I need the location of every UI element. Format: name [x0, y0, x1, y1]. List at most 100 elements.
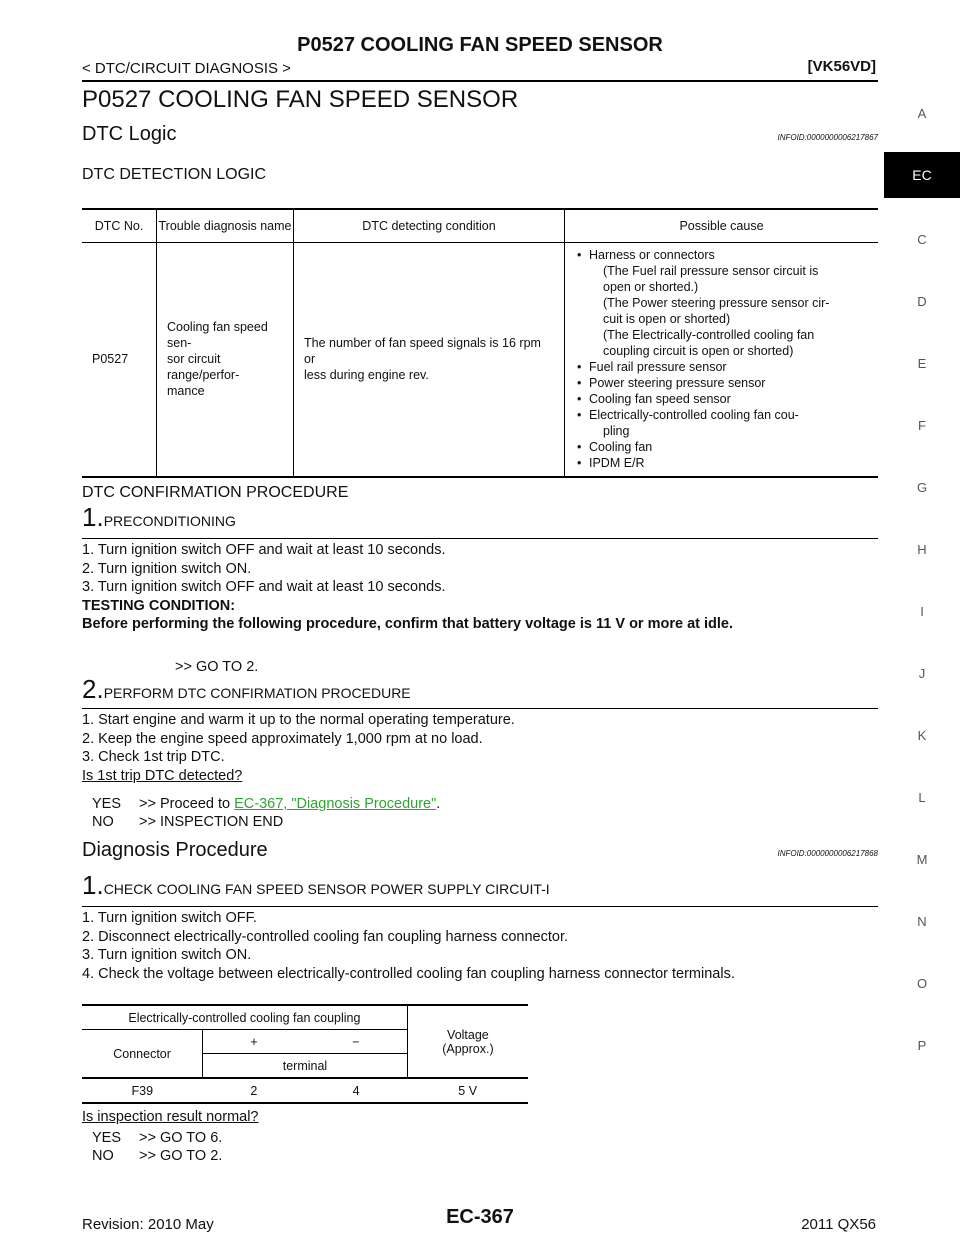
dtc-table-header-row: DTC No. Trouble diagnosis name DTC detec…	[82, 208, 878, 243]
instruction-line: 3. Turn ignition switch OFF and wait at …	[82, 579, 446, 595]
condition-line: The number of fan speed signals is 16 rp…	[304, 336, 541, 367]
side-index-item-p[interactable]: P	[917, 1038, 927, 1053]
name-line: sor circuit range/perfor-	[167, 352, 240, 383]
dtc-logic-infoid: INFOID:0000000006217867	[777, 133, 878, 142]
cause-sub-line: (The Power steering pressure sensor cir-	[603, 296, 830, 311]
no-text: >> GO TO 2.	[139, 1148, 223, 1164]
step-2-no-row: NO >> INSPECTION END	[92, 813, 283, 832]
diagnosis-infoid: INFOID:0000000006217868	[777, 849, 878, 858]
diagnosis-procedure-link[interactable]: EC-367, "Diagnosis Procedure"	[234, 796, 437, 812]
side-index-item-m[interactable]: M	[916, 852, 928, 867]
plus-header: +	[202, 1029, 305, 1054]
step-title: PERFORM DTC CONFIRMATION PROCEDURE	[103, 685, 411, 701]
header-rule	[82, 80, 878, 82]
side-index-item-h[interactable]: H	[917, 542, 927, 557]
name-line: mance	[167, 384, 205, 399]
side-index-item-n[interactable]: N	[917, 914, 927, 929]
page-number: EC-367	[446, 1206, 514, 1228]
instruction-line: 3. Check 1st trip DTC.	[82, 749, 225, 765]
list-item: Cooling fan speed sensor	[575, 391, 868, 407]
list-item: Electrically-controlled cooling fan cou-…	[575, 407, 868, 439]
yes-label: YES	[92, 796, 122, 812]
step-1-heading: 1.PRECONDITIONING	[82, 502, 236, 533]
step-title: PRECONDITIONING	[103, 513, 236, 529]
diag-step-1-question: Is inspection result normal?	[82, 1109, 259, 1125]
cause-sub-line: coupling circuit is open or shorted)	[603, 344, 794, 359]
step-rule	[82, 708, 878, 709]
cause-sub-line: open or shorted.)	[603, 280, 699, 295]
section-heading: P0527 COOLING FAN SPEED SENSOR	[82, 86, 519, 113]
step-title: CHECK COOLING FAN SPEED SENSOR POWER SUP…	[103, 881, 550, 897]
diag-step-1-instructions: 1. Turn ignition switch OFF. 2. Disconne…	[82, 909, 735, 983]
step-number: 1.	[82, 870, 104, 900]
instruction-line: 1. Turn ignition switch OFF.	[82, 910, 257, 926]
table-row: P0527 Cooling fan speed sen- sor circuit…	[82, 242, 878, 478]
side-index-item-a[interactable]: A	[917, 106, 927, 121]
step-rule	[82, 906, 878, 907]
side-index-item-i[interactable]: I	[920, 604, 924, 619]
side-index-item-c[interactable]: C	[917, 232, 927, 247]
connector-header: Connector	[113, 1046, 171, 1061]
instruction-line: 1. Turn ignition switch OFF and wait at …	[82, 542, 446, 558]
detection-logic-heading: DTC DETECTION LOGIC	[82, 166, 267, 183]
testing-condition-text: Before performing the following procedur…	[82, 616, 734, 632]
side-index-item-ec-active[interactable]: EC	[884, 152, 960, 198]
table-row: terminal	[82, 1053, 528, 1078]
col-header-name: Trouble diagnosis name	[156, 208, 294, 243]
step-2-question: Is 1st trip DTC detected?	[82, 767, 243, 784]
cause-sub-line: (The Fuel rail pressure sensor circuit i…	[603, 264, 819, 279]
voltage-label: Voltage	[447, 1027, 489, 1042]
cell-connector: F39	[82, 1077, 203, 1104]
terminal-header: terminal	[202, 1053, 408, 1078]
cell-plus: 2	[202, 1077, 305, 1104]
side-index: A EC C D E F G H I J K L M N O P	[884, 0, 960, 1242]
list-item: Cooling fan	[575, 439, 868, 455]
side-index-item-g[interactable]: G	[916, 480, 928, 495]
approx-label: (Approx.)	[442, 1041, 494, 1056]
side-index-item-j[interactable]: J	[918, 666, 926, 681]
col-header-dtc-no: DTC No.	[82, 208, 157, 243]
diagnosis-procedure-title: Diagnosis Procedure	[82, 839, 268, 861]
testing-condition-label: TESTING CONDITION:	[82, 597, 236, 614]
step-2-yes-row: YES>> Proceed to EC-367, "Diagnosis Proc…	[92, 795, 440, 814]
no-text: >> INSPECTION END	[139, 814, 284, 830]
instruction-line: 2. Keep the engine speed approximately 1…	[82, 730, 483, 747]
step-rule	[82, 538, 878, 539]
voltage-header: Voltage (Approx.)	[406, 1004, 528, 1078]
side-index-item-d[interactable]: D	[917, 294, 927, 309]
step-2-instructions: 1. Start engine and warm it up to the no…	[82, 711, 515, 785]
cause-list: Harness or connectors (The Fuel rail pre…	[575, 247, 868, 471]
side-index-item-e[interactable]: E	[917, 356, 927, 371]
yes-label: YES	[92, 1130, 122, 1146]
diag-no-row: NO>> GO TO 2.	[92, 1147, 222, 1166]
instruction-line: 2. Turn ignition switch ON.	[82, 560, 252, 577]
cause-text: Harness or connectors	[589, 248, 715, 263]
no-label: NO	[92, 814, 114, 830]
cell-dtc-no: P0527	[82, 242, 157, 478]
side-index-item-l[interactable]: L	[918, 790, 926, 805]
dtc-table: DTC No. Trouble diagnosis name DTC detec…	[82, 208, 878, 478]
cause-sub-line: cuit is open or shorted)	[603, 312, 731, 327]
table-row: Connector + −	[82, 1029, 528, 1061]
cause-sub-line: (The Electrically-controlled cooling fan	[603, 328, 815, 343]
side-index-item-k[interactable]: K	[917, 728, 927, 743]
minus-header: −	[304, 1029, 408, 1054]
step-1-goto: >> GO TO 2.	[175, 659, 259, 675]
instruction-line: 4. Check the voltage between electricall…	[82, 965, 735, 982]
name-line: Cooling fan speed sen-	[167, 320, 268, 351]
side-index-item-f[interactable]: F	[918, 418, 926, 433]
condition-line: less during engine rev.	[304, 368, 429, 383]
cause-sub-line: pling	[603, 424, 630, 439]
step-number: 1.	[82, 502, 104, 532]
breadcrumb: < DTC/CIRCUIT DIAGNOSIS >	[82, 60, 291, 77]
step-number: 2.	[82, 674, 104, 704]
list-item: Power steering pressure sensor	[575, 375, 868, 391]
instruction-line: 2. Disconnect electrically-controlled co…	[82, 928, 569, 945]
list-item: Harness or connectors (The Fuel rail pre…	[575, 247, 868, 359]
table-row: F39 2 4 5 V	[82, 1077, 528, 1104]
table-row: Electrically-controlled cooling fan coup…	[82, 1004, 528, 1078]
col-header-cause: Possible cause	[564, 208, 878, 243]
instruction-line: 3. Turn ignition switch ON.	[82, 947, 252, 963]
side-index-item-o[interactable]: O	[916, 976, 928, 991]
cell-condition: The number of fan speed signals is 16 rp…	[293, 242, 565, 478]
